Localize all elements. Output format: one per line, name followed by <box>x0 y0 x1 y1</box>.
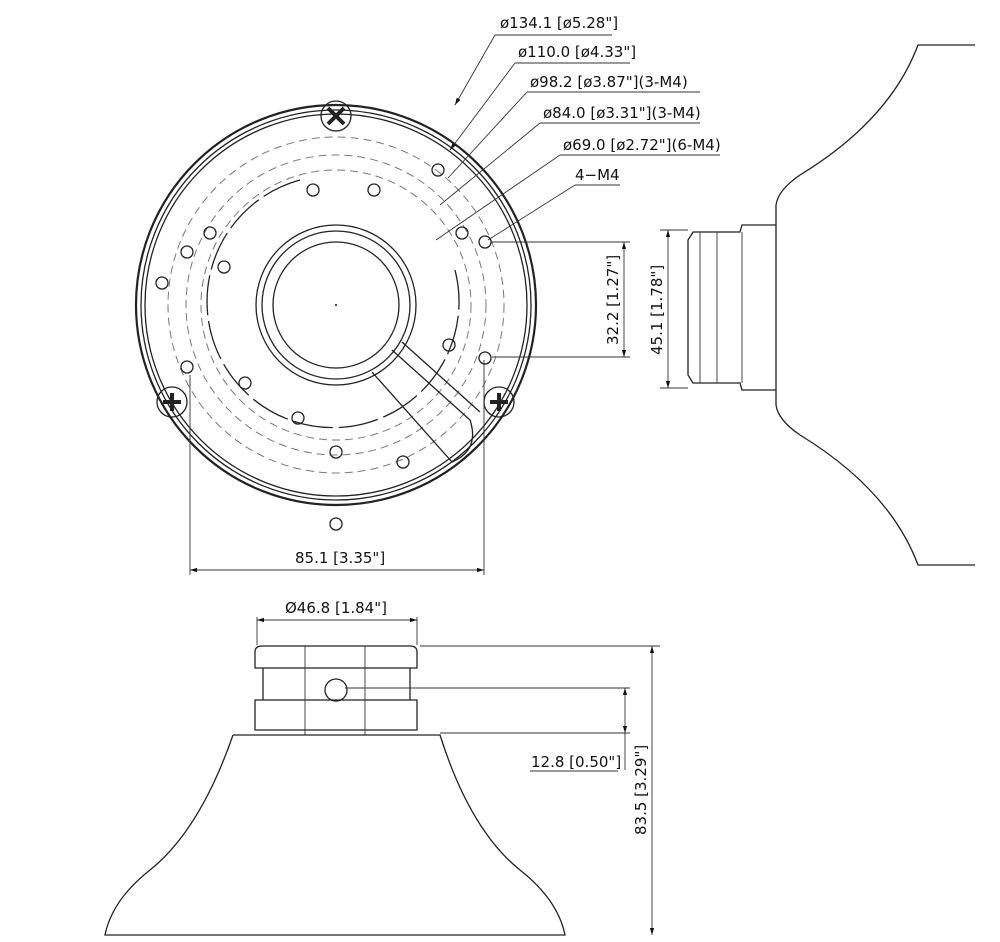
top-view: ø134.1 [ø5.28"] ø110.0 [ø4.33"] ø98.2 [ø… <box>134 14 721 575</box>
height-dimension: 32.2 [1.27"] <box>604 255 622 345</box>
side-view: 45.1 [1.78"] <box>648 44 975 566</box>
callout-diameter-69: ø69.0 [ø2.72"](6-M4) <box>563 136 721 154</box>
mounting-holes <box>155 163 492 531</box>
screw-icon <box>156 386 188 418</box>
callout-4-m4: 4−M4 <box>575 166 620 184</box>
total-height-dimension: 83.5 [3.29"] <box>632 745 650 835</box>
top-diameter-dimension: Ø46.8 [1.84"] <box>285 599 387 617</box>
offset-dimension: 12.8 [0.50"] <box>531 753 621 771</box>
screw-icon <box>320 100 352 132</box>
width-dimension: 85.1 [3.35"] <box>295 549 385 567</box>
callout-diameter-84: ø84.0 [ø3.31"](3-M4) <box>543 104 701 122</box>
front-view: Ø46.8 [1.84"] 12.8 [0.50"] 83.5 [3.29"] <box>104 599 660 936</box>
callout-diameter-134: ø134.1 [ø5.28"] <box>500 14 618 32</box>
side-height-dimension: 45.1 [1.78"] <box>648 265 666 355</box>
callout-diameter-98: ø98.2 [ø3.87"](3-M4) <box>530 73 688 91</box>
callout-diameter-110: ø110.0 [ø4.33"] <box>518 43 636 61</box>
